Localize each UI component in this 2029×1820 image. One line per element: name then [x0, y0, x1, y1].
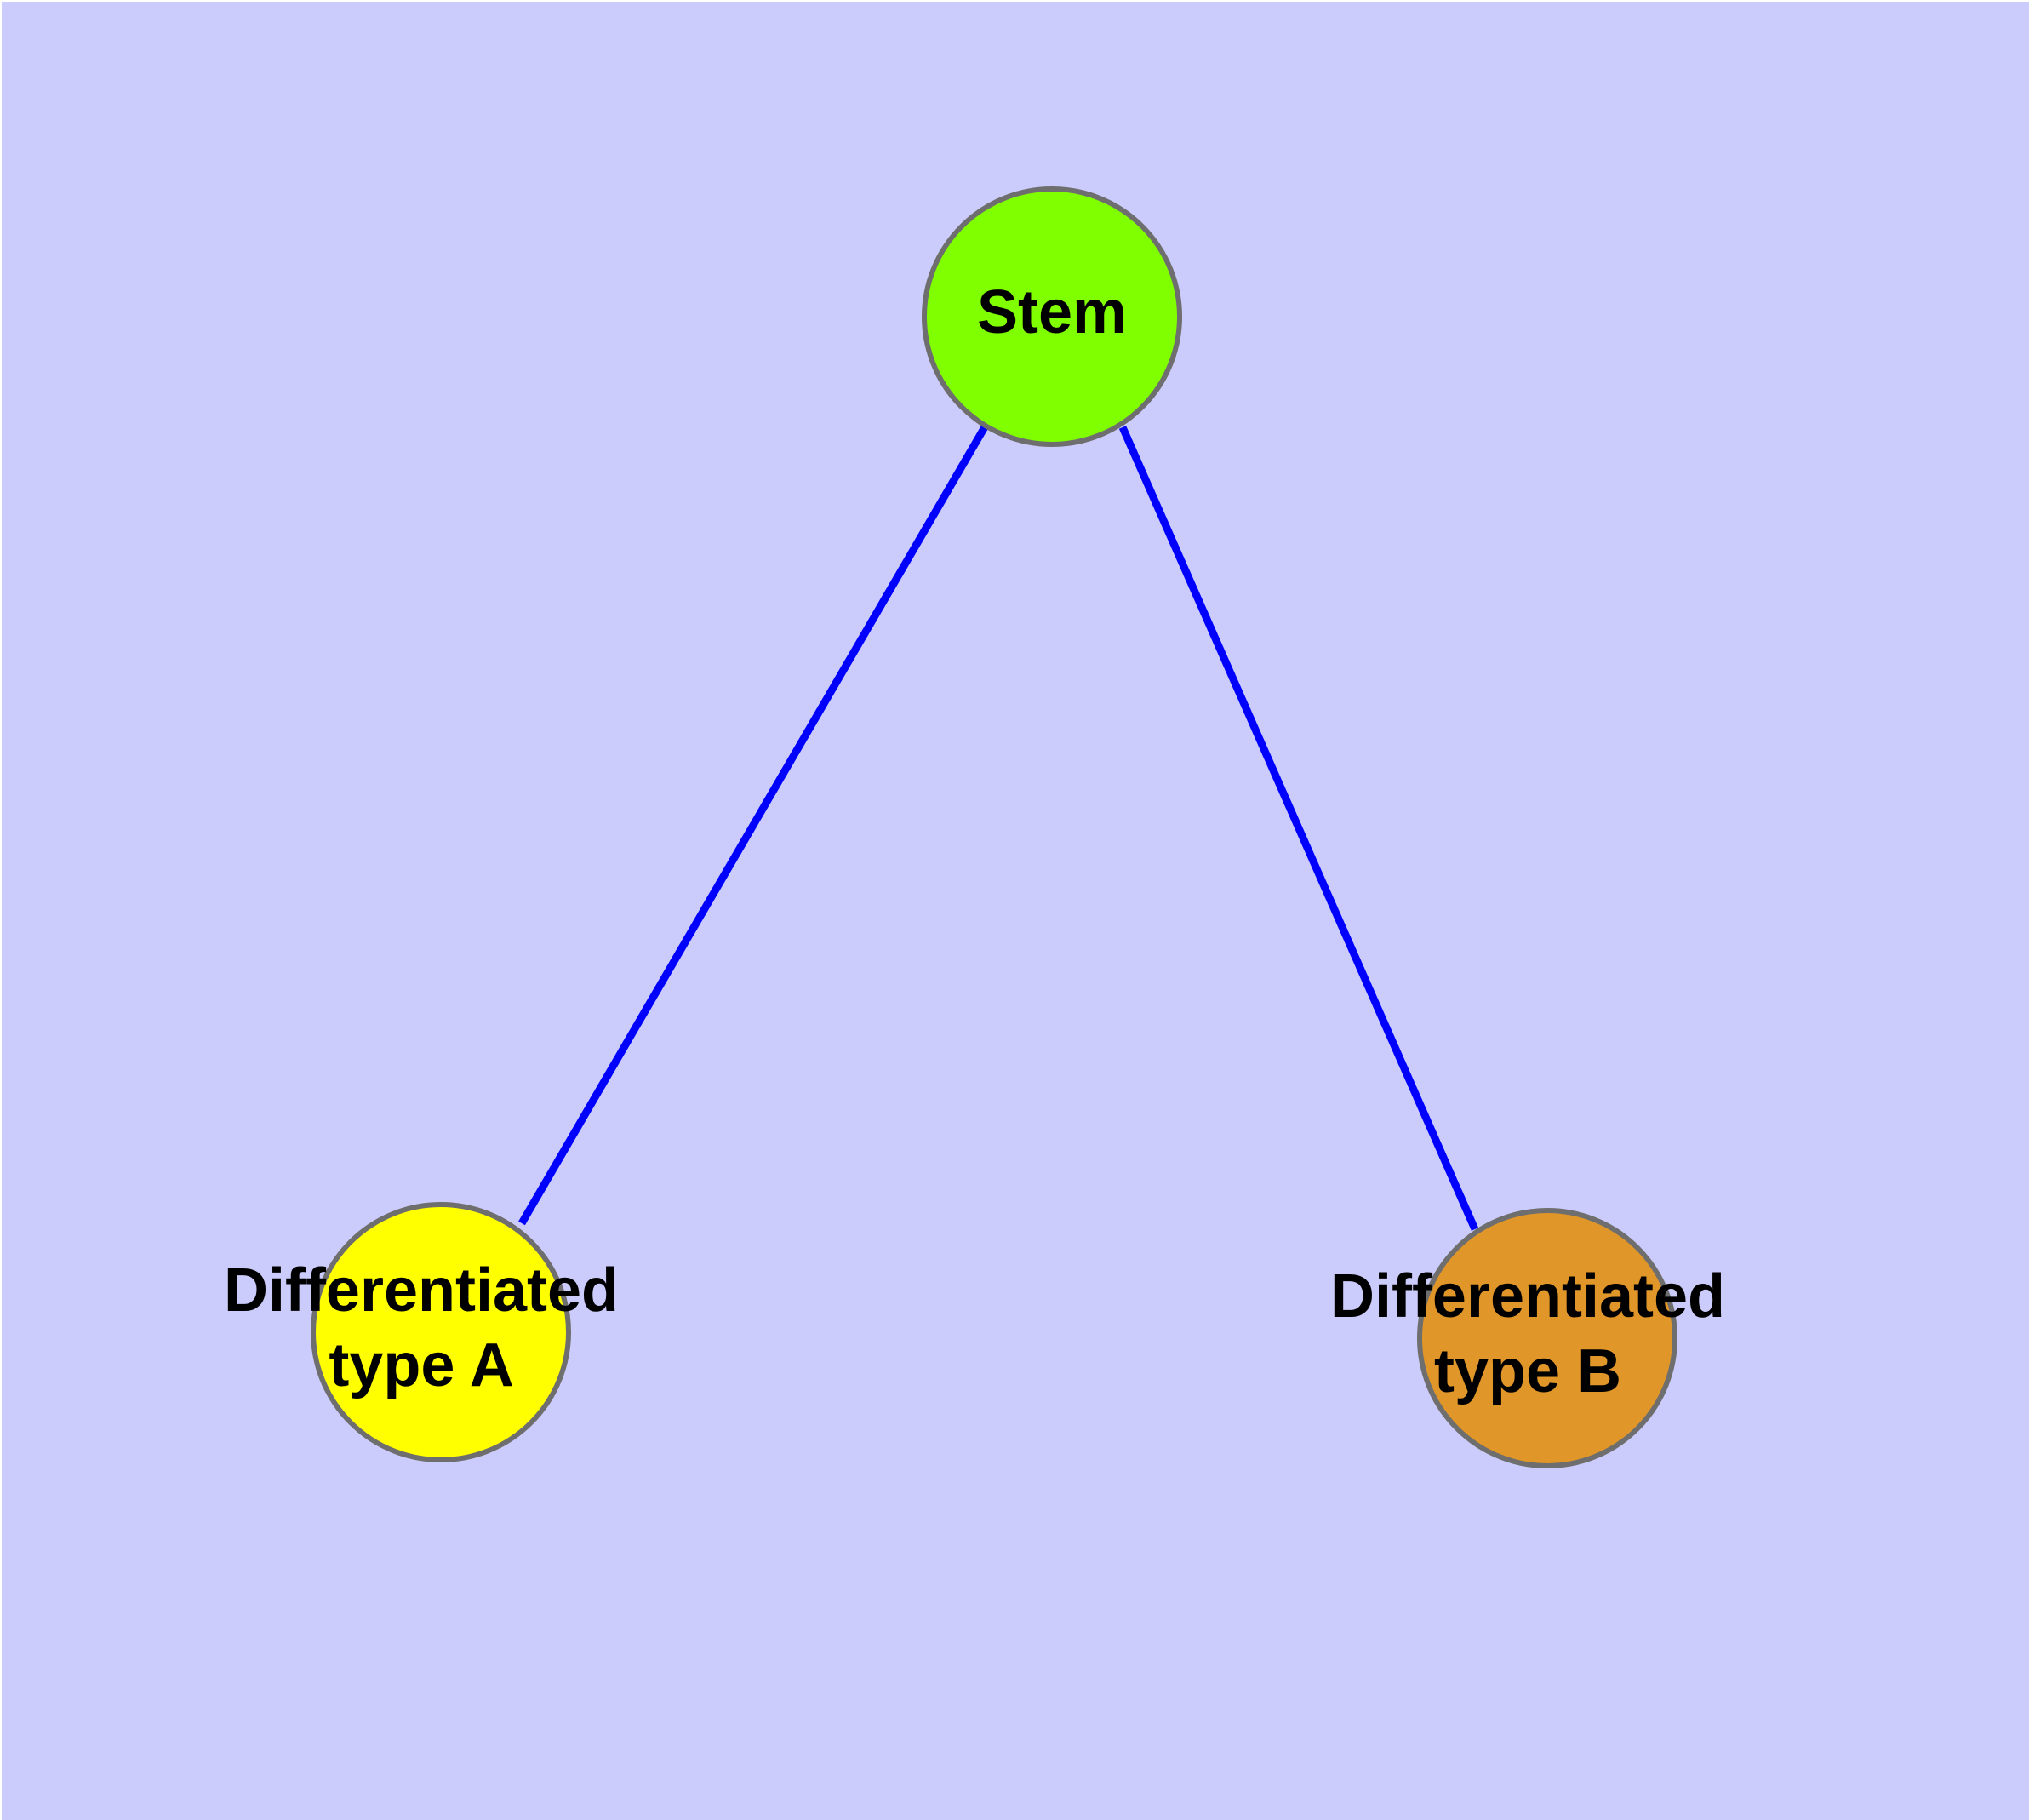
edges-layer: [518, 423, 1479, 1231]
nodes-layer: [311, 186, 1677, 1468]
node-label-line: Differentiated: [224, 1256, 619, 1325]
node-differentiated-type-b[interactable]: [1417, 1208, 1677, 1468]
node-differentiated-type-a[interactable]: [311, 1202, 571, 1462]
node-label-line: type A: [329, 1331, 513, 1399]
node-differentiated-type-b-circle[interactable]: [1417, 1208, 1677, 1468]
node-differentiated-type-a-circle[interactable]: [311, 1202, 571, 1462]
edge-stem-to-differentiated-type-b: [1118, 426, 1479, 1231]
node-stem-circle[interactable]: [922, 186, 1182, 447]
edge-stem-to-differentiated-type-a: [518, 423, 989, 1226]
node-stem[interactable]: [922, 186, 1182, 447]
node-stem-label: Stem: [977, 278, 1127, 346]
node-label-line: Stem: [977, 278, 1127, 346]
node-label-line: type B: [1434, 1337, 1621, 1405]
node-label-line: Differentiated: [1330, 1262, 1725, 1331]
